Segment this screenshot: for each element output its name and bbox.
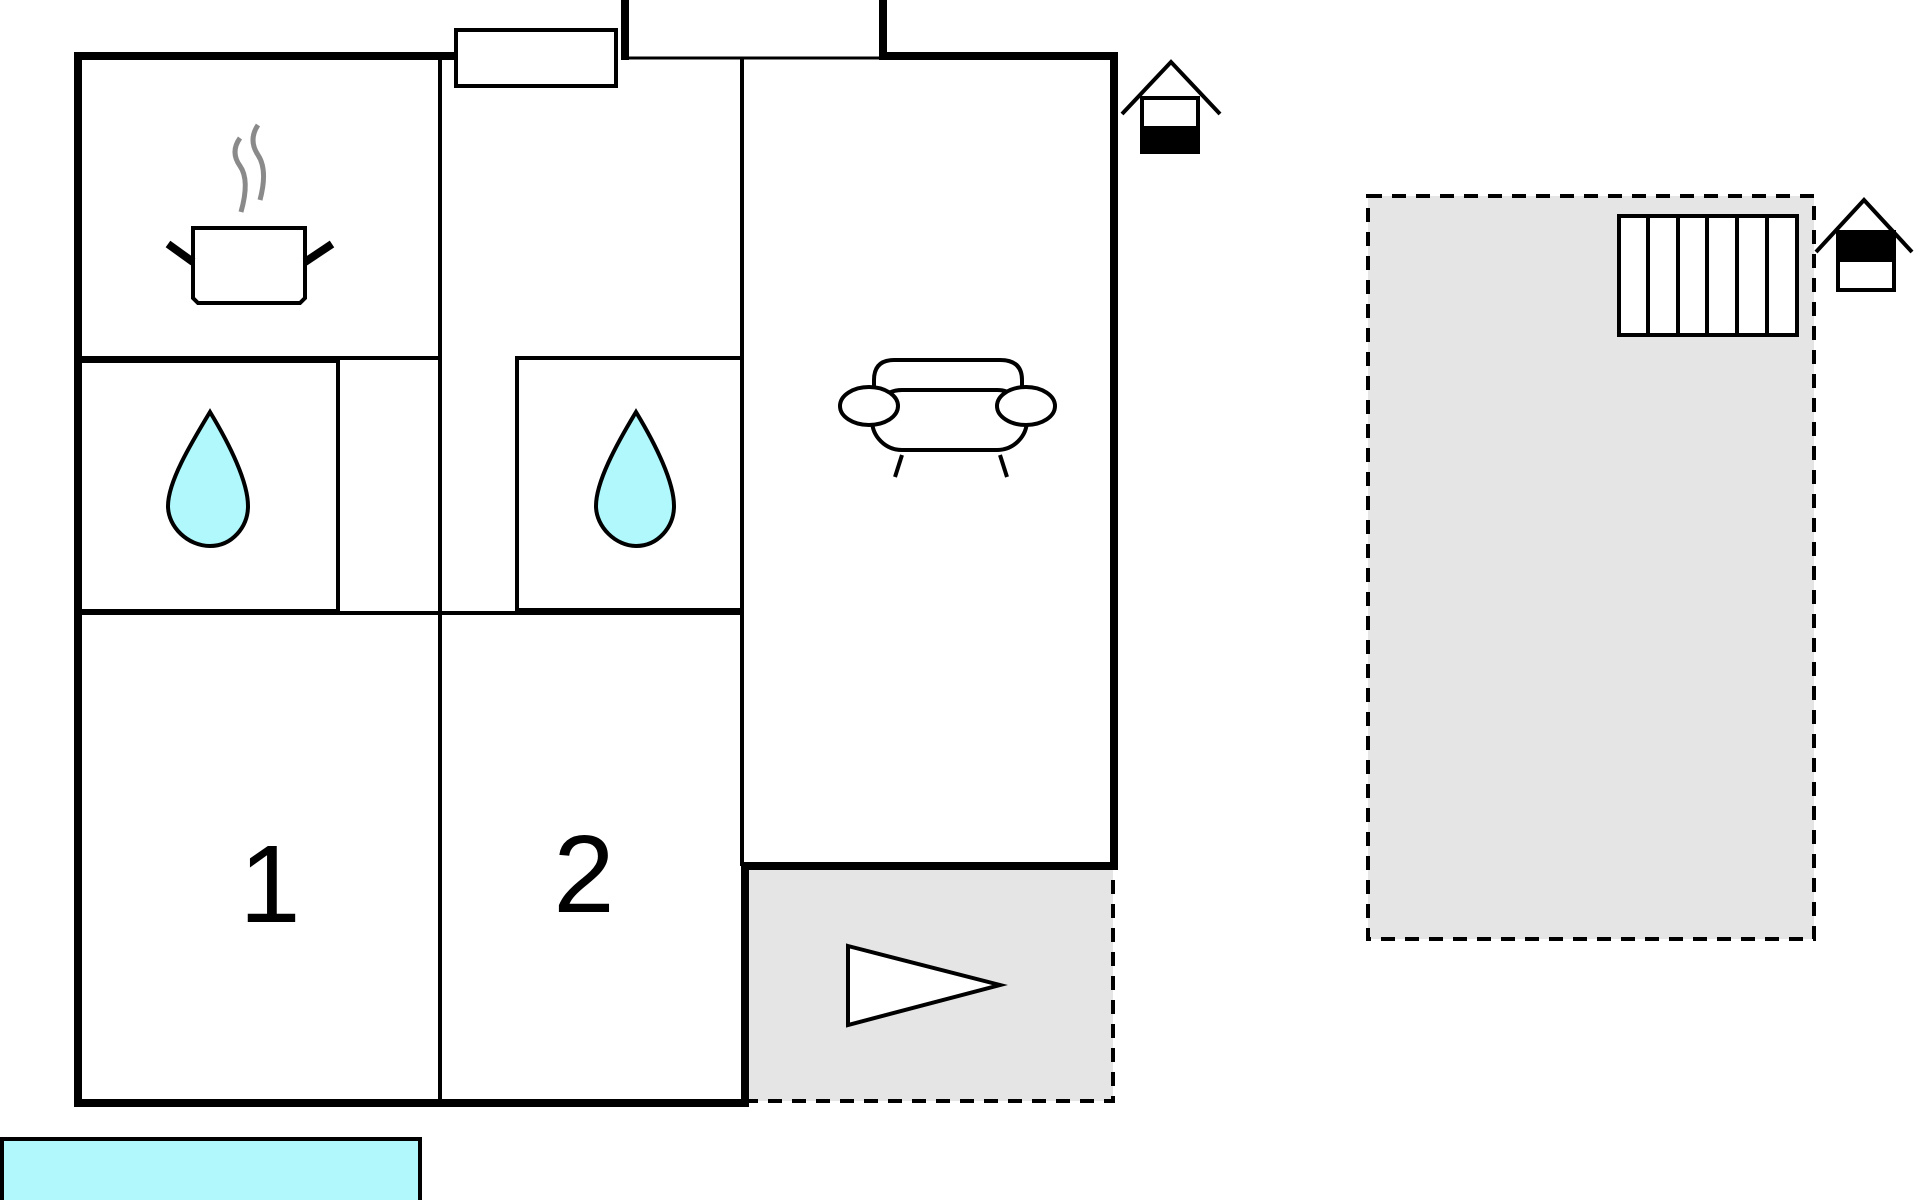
window bbox=[454, 28, 618, 88]
stairs-icon bbox=[1617, 214, 1799, 337]
room-label-2: 2 bbox=[553, 813, 614, 936]
house-icon bbox=[1814, 197, 1914, 292]
pool bbox=[0, 1137, 422, 1200]
entrance-arrow-icon bbox=[846, 943, 1008, 1028]
cooking-pot-icon bbox=[165, 123, 335, 305]
interior-walls bbox=[78, 58, 744, 1101]
sofa-icon bbox=[838, 358, 1057, 478]
room-label-1: 1 bbox=[239, 823, 300, 946]
water-drop-icon bbox=[593, 408, 677, 549]
house-icon bbox=[1120, 59, 1222, 154]
outer-walls bbox=[74, 0, 1118, 1107]
water-drop-icon bbox=[165, 408, 251, 549]
